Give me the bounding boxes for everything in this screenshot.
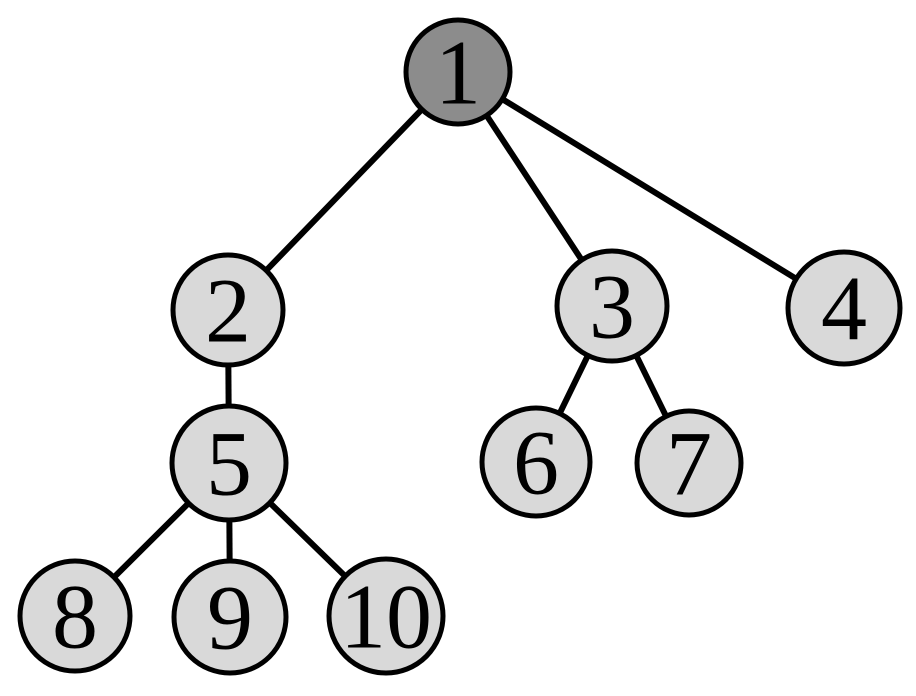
tree-node-circle-7: [634, 408, 744, 518]
tree-node-circle-4: [785, 249, 903, 367]
tree-node-circle-2: [170, 252, 286, 368]
tree-node-4: 4: [785, 249, 903, 367]
tree-node-label-3: 3: [589, 256, 635, 358]
tree-node-circle-9: [171, 558, 289, 676]
tree-node-label-1: 1: [435, 22, 481, 124]
tree-node-7: 7: [634, 408, 744, 518]
tree-node-label-2: 2: [205, 260, 251, 362]
tree-node-10: 10: [326, 556, 446, 676]
tree-node-circle-1: [403, 17, 513, 127]
tree-node-circle-5: [169, 403, 289, 523]
tree-node-circle-3: [554, 248, 670, 364]
tree-node-label-10: 10: [340, 566, 432, 668]
tree-node-8: 8: [17, 558, 133, 674]
tree-node-label-5: 5: [206, 413, 252, 515]
tree-node-label-9: 9: [207, 567, 253, 669]
tree-node-5: 5: [169, 403, 289, 523]
tree-node-label-7: 7: [666, 413, 712, 515]
tree-node-label-4: 4: [821, 258, 867, 360]
tree-node-9: 9: [171, 558, 289, 676]
tree-node-2: 2: [170, 252, 286, 368]
tree-node-circle-8: [17, 558, 133, 674]
tree-node-circle-10: [326, 556, 446, 676]
tree-node-1: 1: [403, 17, 513, 127]
tree-node-circle-6: [479, 405, 593, 519]
tree-node-label-8: 8: [52, 566, 98, 668]
tree-edge-1-4: [456, 69, 846, 311]
tree-node-label-6: 6: [513, 412, 559, 514]
tree-nodes-layer: 1 2 3 4 5 6 7 8 9 10: [17, 17, 903, 676]
tree-node-6: 6: [479, 405, 593, 519]
tree-node-3: 3: [554, 248, 670, 364]
